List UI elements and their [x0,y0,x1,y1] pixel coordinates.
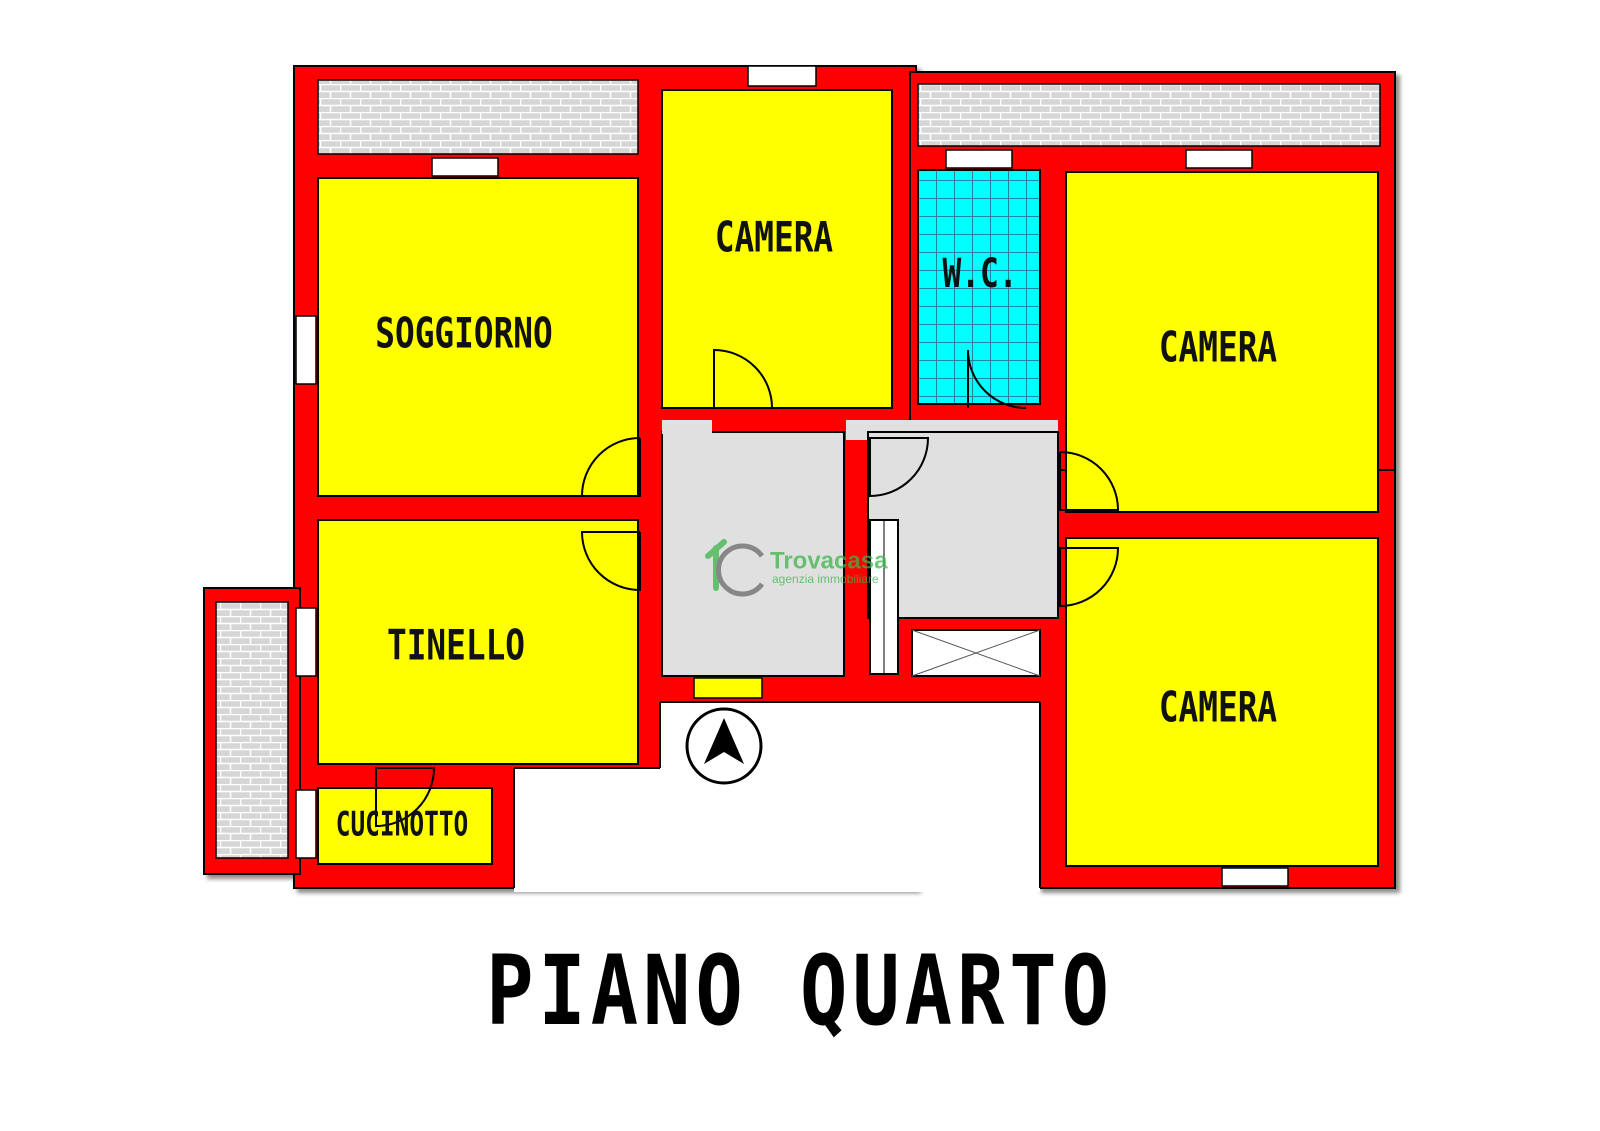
balcony-left [215,601,289,859]
north-arrow-icon [685,707,763,785]
corridor-left [661,431,845,677]
label-camera-top: CAMERA [715,213,834,262]
label-camera-right-bottom: CAMERA [1159,683,1278,732]
room-camera-top [661,89,893,409]
label-cucinotto: CUCINOTTO [336,805,469,844]
corridor-right [867,431,1059,619]
balcony-top-right [917,83,1381,147]
room-tinello [317,519,639,765]
windows [295,65,1289,887]
exterior-notch-2 [514,768,664,892]
watermark: Trovacasa agenzia immobiliare [705,539,888,597]
label-soggiorno: SOGGIORNO [375,309,552,358]
corridor-door-gap [662,420,712,434]
plan-title: PIANO QUARTO [486,935,1114,1047]
room-camera-right-top [1065,171,1379,513]
doors [375,348,1120,828]
balcony-top-left [317,79,639,155]
label-wc: W.C. [942,251,1017,297]
label-camera-right-top: CAMERA [1159,323,1278,372]
room-camera-right-bottom [1065,537,1379,867]
room-wc [917,169,1041,405]
room-soggiorno [317,177,639,497]
watermark-brand: Trovacasa [770,547,888,574]
room-cucinotto [317,787,493,865]
watermark-subtitle: agenzia immobiliare [772,572,879,586]
trovacasa-logo-icon [705,539,765,597]
label-tinello: TINELLO [387,621,525,670]
